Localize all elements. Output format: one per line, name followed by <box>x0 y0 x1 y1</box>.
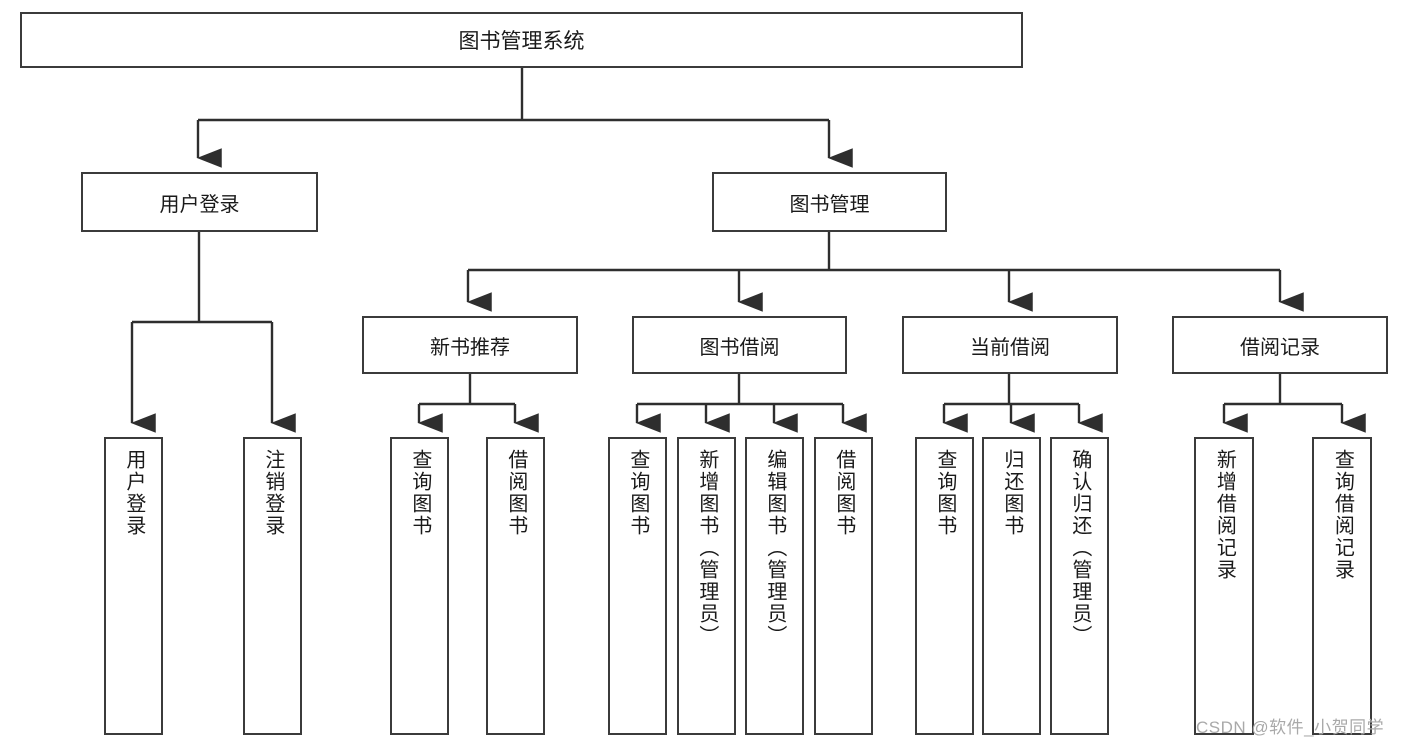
node-label: 查询图书 <box>408 449 431 537</box>
node-label: 借阅记录 <box>1240 336 1320 359</box>
node-borrow-record[interactable]: 借阅记录 <box>1172 316 1388 374</box>
node-label: 确认归还（管理员） <box>1068 449 1091 647</box>
leaf-current-borrow-return-book[interactable]: 归还图书 <box>982 437 1041 735</box>
node-label: 图书借阅 <box>699 336 780 359</box>
node-label: 注销登录 <box>261 449 284 537</box>
leaf-new-book-borrow-book[interactable]: 借阅图书 <box>486 437 545 735</box>
node-label: 当前借阅 <box>970 336 1050 359</box>
node-new-book-recommend[interactable]: 新书推荐 <box>362 316 578 374</box>
leaf-user-login-logout[interactable]: 注销登录 <box>243 437 302 735</box>
node-label: 新书推荐 <box>430 336 510 359</box>
leaf-new-book-query-book[interactable]: 查询图书 <box>390 437 449 735</box>
node-label: 用户登录 <box>122 449 145 537</box>
leaf-user-login-login[interactable]: 用户登录 <box>104 437 163 735</box>
node-label: 查询图书 <box>933 449 956 537</box>
node-label: 编辑图书（管理员） <box>763 449 786 647</box>
leaf-borrow-record-add-record[interactable]: 新增借阅记录 <box>1194 437 1254 735</box>
csdn-watermark: CSDN @软件_小贺同学 <box>1196 718 1385 737</box>
leaf-book-borrow-query-book[interactable]: 查询图书 <box>608 437 667 735</box>
node-root-book-management-system[interactable]: 图书管理系统 <box>20 12 1023 68</box>
node-label: 图书管理系统 <box>458 30 585 53</box>
node-book-management[interactable]: 图书管理 <box>712 172 947 232</box>
node-label: 查询借阅记录 <box>1331 449 1354 581</box>
leaf-current-borrow-confirm-return-admin[interactable]: 确认归还（管理员） <box>1050 437 1109 735</box>
leaf-borrow-record-query-record[interactable]: 查询借阅记录 <box>1312 437 1372 735</box>
leaf-book-borrow-borrow-book[interactable]: 借阅图书 <box>814 437 873 735</box>
node-label: 查询图书 <box>626 449 649 537</box>
leaf-current-borrow-query-book[interactable]: 查询图书 <box>915 437 974 735</box>
node-label: 图书管理 <box>789 193 870 216</box>
node-label: 用户登录 <box>159 193 240 216</box>
leaf-book-borrow-add-book-admin[interactable]: 新增图书（管理员） <box>677 437 736 735</box>
node-book-borrow[interactable]: 图书借阅 <box>632 316 847 374</box>
node-label: 归还图书 <box>1000 449 1023 537</box>
node-label: 新增图书（管理员） <box>695 449 718 647</box>
node-label: 借阅图书 <box>504 449 527 537</box>
node-label: 新增借阅记录 <box>1213 449 1236 581</box>
leaf-book-borrow-edit-book-admin[interactable]: 编辑图书（管理员） <box>745 437 804 735</box>
node-current-borrow[interactable]: 当前借阅 <box>902 316 1118 374</box>
node-label: 借阅图书 <box>832 449 855 537</box>
node-user-login[interactable]: 用户登录 <box>81 172 318 232</box>
